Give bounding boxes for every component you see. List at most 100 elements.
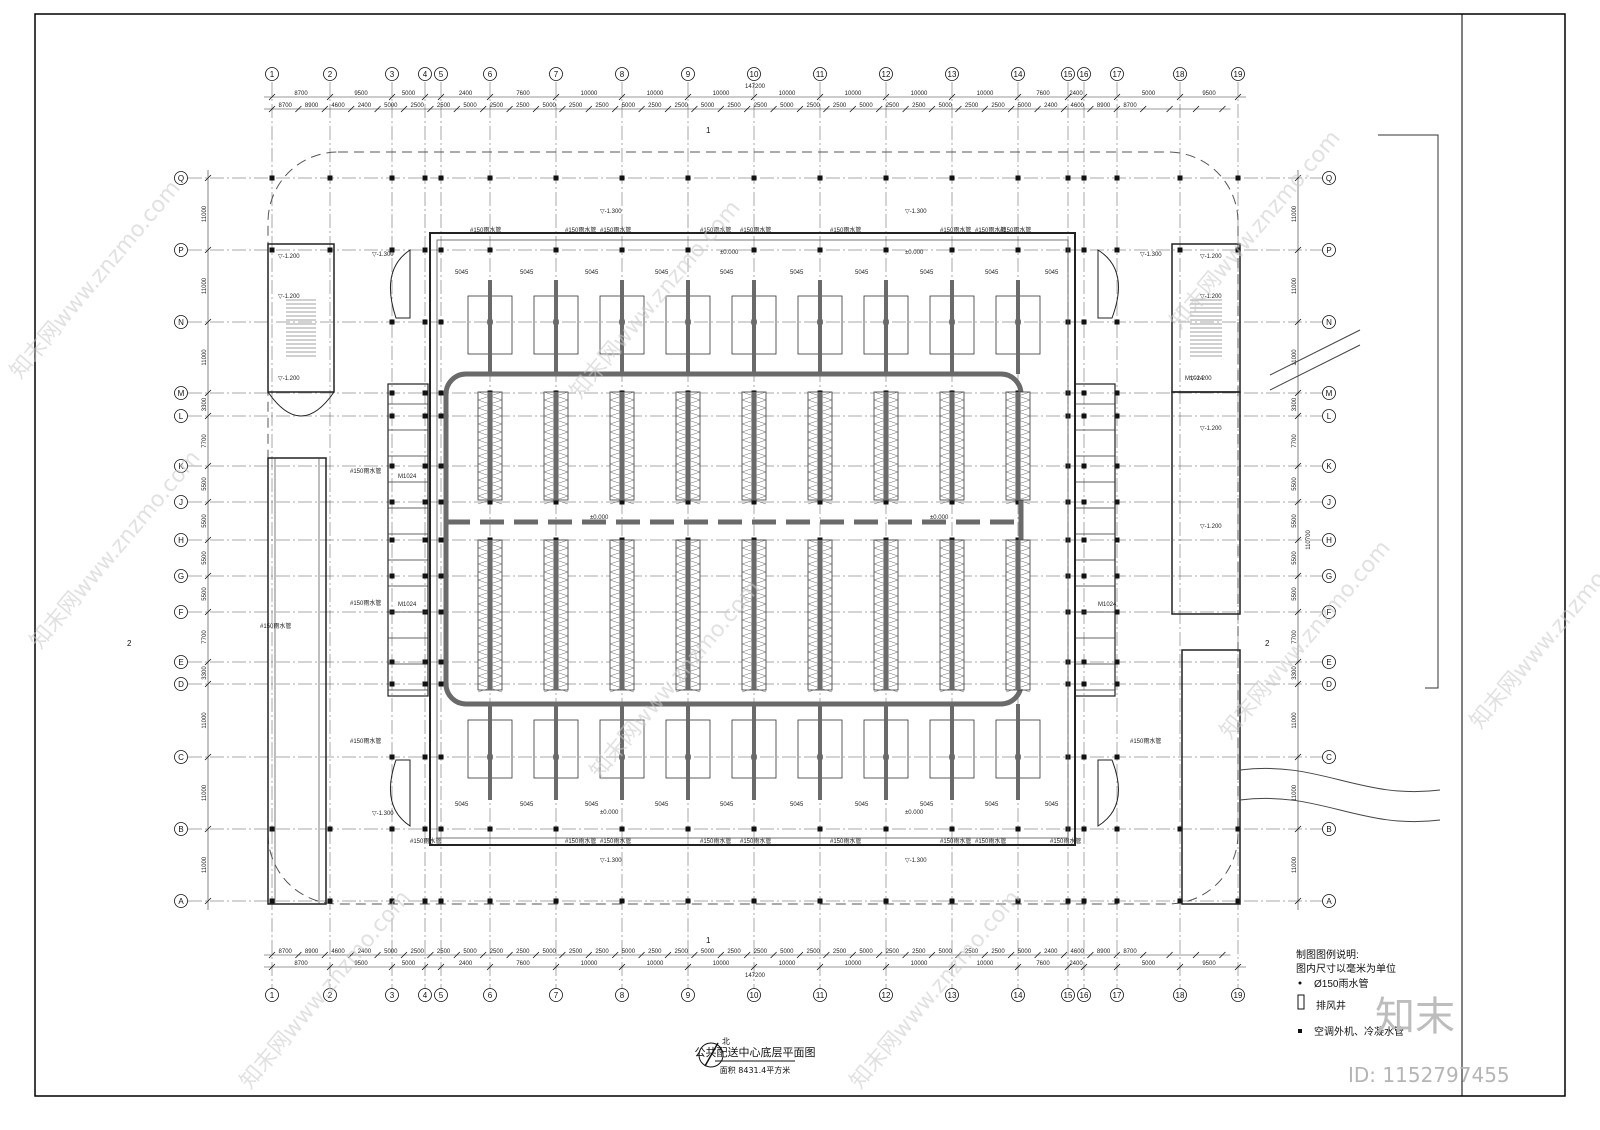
dim-top-subspans-value: 2500	[754, 103, 768, 109]
structural-column	[817, 175, 823, 181]
drain-pipe-label: #150雨水管	[410, 837, 441, 845]
structural-column	[685, 826, 691, 832]
external-wall-right	[1378, 134, 1439, 689]
structural-column	[327, 247, 333, 253]
dim-top-subspans-value: 5000	[384, 103, 398, 109]
elevation-label: 5045	[790, 802, 804, 808]
dim-top-subspans-value: 5000	[622, 103, 636, 109]
dim-top-subspans-tick	[347, 105, 355, 113]
level-mark-minus: ▽-1.300	[1140, 252, 1162, 258]
door-label: M1024	[398, 474, 417, 480]
axis-label-top-2: 2	[328, 70, 333, 79]
dim-bottom-subspans-tick	[295, 951, 302, 959]
dim-right-tick	[1294, 498, 1302, 506]
drain-pipe-label: #150雨水管	[740, 837, 771, 845]
dim-bottom-spans-tick	[1064, 963, 1072, 971]
dim-bottom-subspans-tick	[823, 951, 830, 959]
elevation-label: 5045	[655, 270, 669, 276]
structural-column	[1114, 826, 1120, 832]
dim-top-subspans-tick	[955, 105, 962, 113]
dim-bottom-subspans-value: 4600	[331, 949, 345, 955]
dim-top-subspans-value: 2500	[727, 103, 741, 109]
left-ramp	[267, 457, 327, 905]
axis-bubble-right-E	[1322, 655, 1336, 669]
structural-column	[269, 175, 275, 181]
dim-left-tick	[204, 246, 212, 254]
structural-column	[438, 681, 444, 687]
structural-column	[817, 826, 823, 832]
structural-column	[883, 247, 889, 253]
structural-column	[438, 573, 444, 579]
structural-column	[1114, 659, 1120, 665]
axis-bubble-top-11	[813, 67, 827, 81]
structural-column	[389, 826, 395, 832]
dim-bottom-subspans-tick	[717, 951, 725, 959]
dim-top-subspans-value: 2500	[595, 103, 609, 109]
dim-top-subspans-value: 2500	[437, 103, 451, 109]
drain-pipe-label: #150雨水管	[1050, 837, 1081, 845]
axis-bubble-bottom-14	[1011, 988, 1025, 1002]
structural-column	[389, 898, 395, 904]
access-road-right	[1239, 767, 1441, 823]
dim-bottom-subspans-tick	[585, 951, 593, 959]
dim-bottom-spans-value: 10000	[977, 961, 994, 967]
dim-top-spans-tick	[618, 93, 626, 101]
axis-bubble-left-B	[174, 822, 188, 836]
drawing-area: 面积 8431.4平方米	[720, 1065, 791, 1075]
structural-column	[883, 826, 889, 832]
axis-bubble-right-C	[1322, 750, 1336, 764]
structural-column	[1081, 826, 1087, 832]
dim-top-subspans-value: 2400	[1044, 103, 1058, 109]
dim-bottom-subspans-value: 2500	[516, 949, 530, 955]
dim-top-spans-tick	[437, 93, 445, 101]
axis-label-bottom-4: 4	[423, 991, 428, 1000]
axis-bubble-bottom-15	[1061, 988, 1075, 1002]
dim-bottom-spans-value: 10000	[911, 961, 928, 967]
structural-column	[1114, 463, 1120, 469]
structural-column	[438, 754, 444, 760]
dim-left-tick	[204, 897, 212, 905]
dim-top-spans-tick	[882, 93, 890, 101]
dim-bottom-subspans-tick	[638, 951, 645, 959]
dim-top-spans-tick	[486, 93, 494, 101]
structural-column	[438, 463, 444, 469]
dim-left-tick	[204, 536, 212, 544]
structural-column	[438, 413, 444, 419]
axis-bubble-right-J	[1322, 495, 1336, 509]
dim-bottom-subspans-tick	[532, 951, 540, 959]
dim-right-tick	[1294, 389, 1302, 397]
axis-label-bottom-3: 3	[390, 991, 395, 1000]
dim-top-subspans-tick	[559, 105, 566, 113]
storage-racks	[477, 391, 1031, 693]
level-mark-zero: ±0.000	[720, 250, 739, 256]
elevation-label: 5045	[920, 802, 934, 808]
structural-column	[1081, 175, 1087, 181]
elevation-label: 5045	[920, 270, 934, 276]
structural-column	[949, 247, 955, 253]
axis-bubble-top-18	[1173, 67, 1187, 81]
structural-column	[389, 175, 395, 181]
axis-label-top-19: 19	[1234, 70, 1243, 79]
dim-top-spans-value: 10000	[779, 91, 796, 97]
structural-column	[1114, 413, 1120, 419]
structural-column	[389, 754, 395, 760]
dim-top-subspans-tick	[717, 105, 725, 113]
structural-column	[1235, 826, 1241, 832]
dim-total-top: 147200	[745, 84, 766, 90]
axis-bubble-bottom-8	[615, 988, 629, 1002]
door-label: M1024	[1098, 602, 1117, 608]
axis-bubble-top-8	[615, 67, 629, 81]
axis-bubble-top-5	[434, 67, 448, 81]
structural-column	[949, 898, 955, 904]
level-mark-minus-1200: ▽-1.200	[1200, 294, 1222, 300]
dim-right-value: 7700	[1292, 434, 1298, 448]
structural-column	[389, 499, 395, 505]
axis-label-top-10: 10	[750, 70, 759, 79]
structural-column	[389, 537, 395, 543]
dim-left-tick	[204, 825, 212, 833]
dim-bottom-subspans-value: 5000	[543, 949, 557, 955]
dim-bottom-subspans-tick	[875, 951, 883, 959]
axis-bubble-right-M	[1322, 386, 1336, 400]
axis-label-top-5: 5	[439, 70, 444, 79]
elevation-label: 5045	[585, 270, 599, 276]
